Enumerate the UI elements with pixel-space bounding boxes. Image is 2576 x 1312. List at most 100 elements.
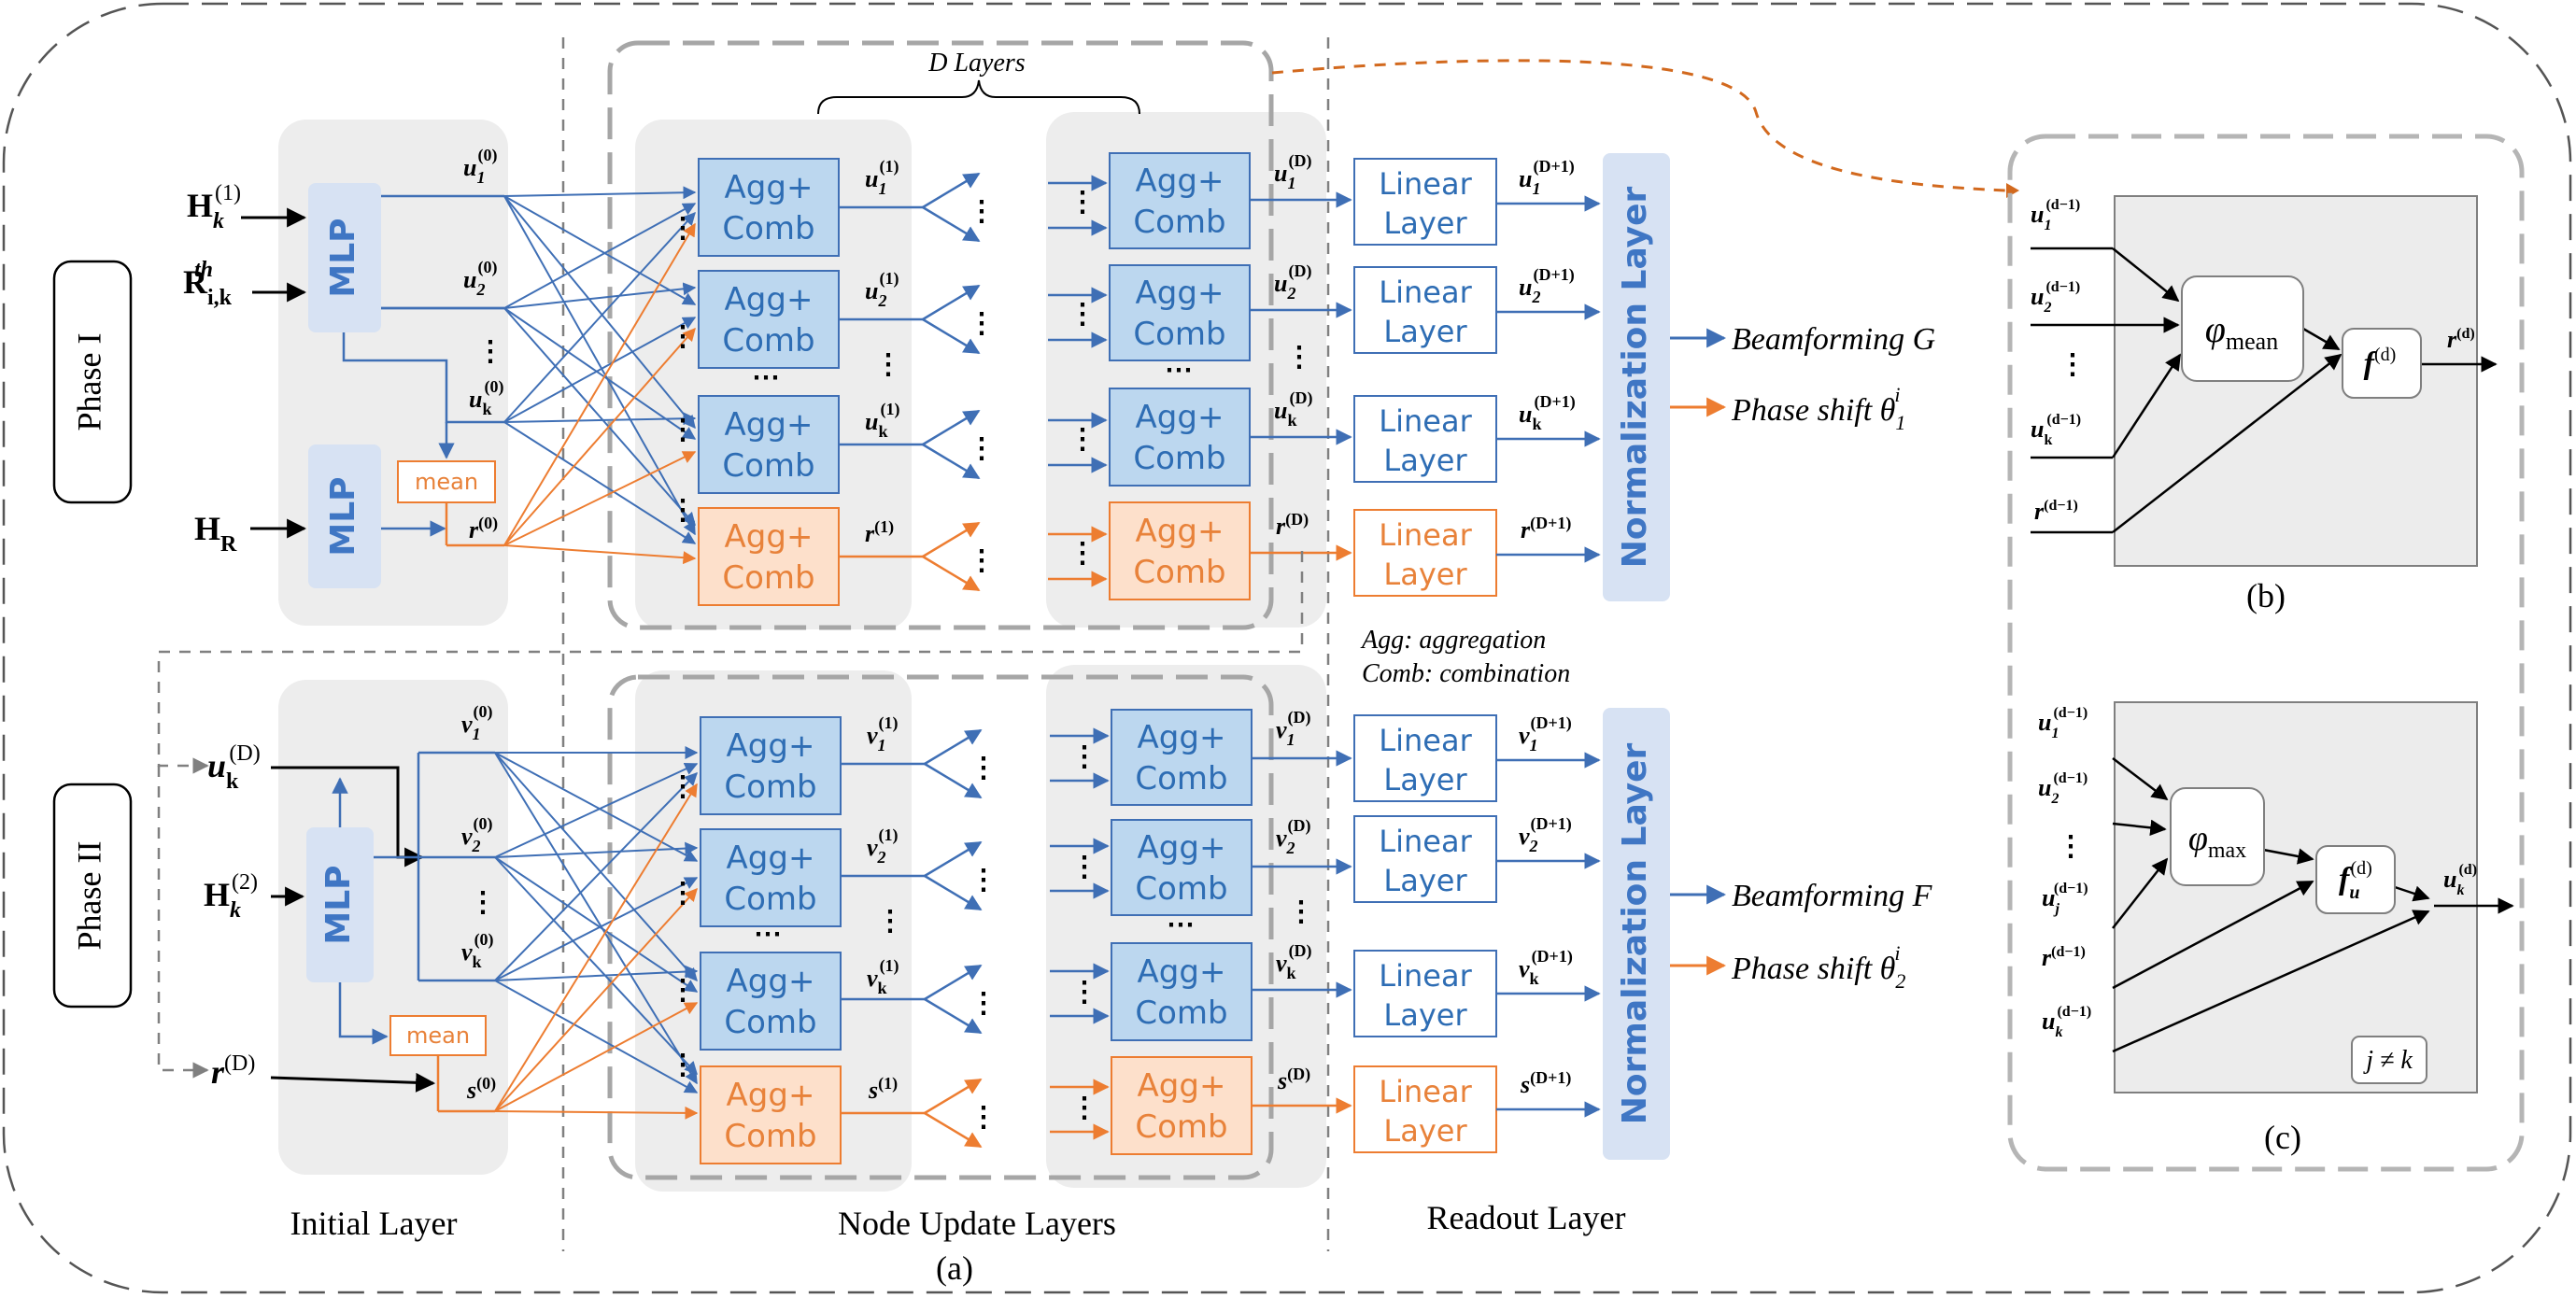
- svg-text:⋮: ⋮: [1070, 1093, 1098, 1123]
- svg-text:⋮: ⋮: [968, 196, 996, 227]
- svg-text:Agg+: Agg+: [1136, 162, 1224, 200]
- svg-text:⋮: ⋮: [669, 878, 697, 909]
- var-u2-0: u2(0): [463, 258, 497, 299]
- phase1-layer1-crosswires: [503, 186, 697, 544]
- vdots-init-phase1: ⋮: [476, 336, 504, 367]
- svg-text:fu(d): fu(d): [2339, 858, 2372, 903]
- input-r-phase2: r(D): [211, 1051, 255, 1091]
- svg-text:uj(d−1): uj(d−1): [2042, 881, 2088, 917]
- phase1-label: Phase I: [70, 333, 107, 431]
- linear-p1-u2: [1353, 266, 1497, 354]
- svg-text:v1(D): v1(D): [1276, 708, 1311, 749]
- agg-box-p2-lD-v2: [1111, 819, 1253, 916]
- svg-text:⋯: ⋯: [754, 919, 782, 950]
- svg-text:u1(D+1): u1(D+1): [1519, 157, 1575, 198]
- svg-text:⋮: ⋮: [669, 495, 697, 526]
- agg-box-p1-l1-u1: [698, 158, 840, 257]
- svg-text:Linear: Linear: [1379, 166, 1472, 202]
- svg-text:Layer: Layer: [1383, 205, 1467, 241]
- phi-mean-label: φmean: [2205, 308, 2278, 355]
- svg-text:Layer: Layer: [1383, 314, 1467, 349]
- svg-text:⋮: ⋮: [669, 975, 697, 1006]
- phase1-inputs: Hk(1) Ri,kth HR: [183, 181, 307, 557]
- panel-c: u1(d−1) u2(d−1) ⋮ uj(d−1) r(d−1) uk(d−1)…: [2038, 705, 2514, 1084]
- svg-text:r(d): r(d): [2447, 326, 2475, 353]
- phase2-layerD-outputs: [1252, 750, 1352, 998]
- input-r-phase1: Ri,kth: [183, 258, 233, 310]
- svg-text:s(D): s(D): [1277, 1065, 1310, 1094]
- input-h1-phase1: Hk(1): [187, 181, 241, 233]
- svg-text:uk(d−1): uk(d−1): [2042, 1004, 2091, 1040]
- phase2-label: Phase II: [70, 841, 107, 951]
- agg-box-p2-lD-vk: [1111, 942, 1253, 1041]
- svg-text:Agg+: Agg+: [727, 963, 815, 1000]
- svg-text:Agg+: Agg+: [725, 169, 814, 206]
- agg-box-p1-lD-u2: [1109, 264, 1251, 361]
- initial-layer-caption: Initial Layer: [290, 1205, 458, 1242]
- norm-layer-phase1: [1603, 153, 1670, 601]
- linear-p2-v1: [1353, 714, 1497, 802]
- linear-p1-r: [1353, 509, 1497, 597]
- svg-text:Comb: Comb: [724, 769, 816, 806]
- var-u1-1: u1(1): [865, 157, 899, 198]
- feedback-uk-connector: [157, 551, 1304, 774]
- agg-box-p2-lD-v1: [1111, 709, 1253, 806]
- svg-text:⋮: ⋮: [469, 887, 497, 918]
- linear-p2-v2: [1353, 815, 1497, 903]
- svg-text:Comb: Comb: [1133, 554, 1225, 591]
- comb-note: Comb: combination: [1362, 659, 1570, 688]
- agg-box-p1-l1-u2: [698, 270, 840, 369]
- svg-text:⋮: ⋮: [669, 321, 697, 352]
- svg-text:v1(D+1): v1(D+1): [1519, 713, 1572, 755]
- svg-text:Agg+: Agg+: [1136, 275, 1224, 312]
- svg-text:⋮: ⋮: [1070, 977, 1098, 1008]
- svg-text:⋮: ⋮: [970, 865, 998, 896]
- phase1-layer1-boxes: Agg+ Comb Agg+ Comb ⋯ Agg+ Comb Agg+ Com…: [698, 158, 840, 606]
- svg-text:uk(D+1): uk(D+1): [1519, 392, 1576, 433]
- phase1-layer1-outputs: [839, 172, 981, 480]
- linear-p1-u1: [1353, 158, 1497, 246]
- feedback-r-connector: [157, 766, 209, 1079]
- svg-text:r(d−1): r(d−1): [2042, 944, 2086, 971]
- svg-text:Linear: Linear: [1379, 824, 1472, 859]
- svg-text:r(d−1): r(d−1): [2034, 498, 2078, 525]
- svg-text:Agg+: Agg+: [725, 281, 814, 318]
- mlp-label-phase1-bottom: MLP: [324, 476, 362, 556]
- svg-text:uk(d): uk(d): [2443, 862, 2477, 898]
- svg-text:Comb: Comb: [1133, 316, 1225, 353]
- svg-text:vk(1): vk(1): [867, 956, 899, 997]
- svg-text:v2(0): v2(0): [461, 814, 493, 855]
- phase1-layerD-boxes: Agg+ Comb Agg+ Comb ⋯ Agg+ Comb Agg+ Com…: [1109, 152, 1251, 600]
- phase2-layer1-outputs: [841, 728, 983, 1035]
- mlp-box-phase2: [306, 827, 374, 982]
- svg-text:⋮: ⋮: [876, 906, 904, 937]
- svg-text:Linear: Linear: [1379, 958, 1472, 994]
- svg-text:Comb: Comb: [724, 1004, 816, 1041]
- svg-text:Comb: Comb: [1135, 1108, 1227, 1146]
- svg-text:Agg+: Agg+: [1136, 513, 1224, 550]
- output-phase-phase1: Phase shift θ1i: [1731, 383, 1905, 434]
- caption-b: (b): [2246, 577, 2286, 614]
- phase2-layer1-crosswires: [494, 746, 699, 1093]
- phase1-layer1-r-wires: [503, 222, 697, 565]
- phase2-layer1-s-wires: [494, 783, 699, 1120]
- svg-text:s(0): s(0): [466, 1074, 496, 1104]
- svg-text:⋮: ⋮: [1069, 424, 1097, 455]
- phi-max-box: [2170, 787, 2265, 886]
- svg-text:vk(0): vk(0): [461, 930, 494, 971]
- svg-text:Layer: Layer: [1383, 997, 1467, 1033]
- phase1-layerD-inputs: ⋮ ⋮ ⋮ ⋮: [1048, 175, 1108, 587]
- mean-label-phase2: mean: [406, 1023, 470, 1049]
- svg-text:r(D): r(D): [1276, 510, 1309, 540]
- panel-b: u1(d−1) u2(d−1) ⋮ uk(d−1) r(d−1) φmean f…: [2031, 197, 2498, 534]
- d-layers-brace: [817, 79, 1140, 115]
- svg-text:Comb: Comb: [1133, 440, 1225, 477]
- svg-text:s(1): s(1): [868, 1074, 898, 1104]
- f-box-c: [2315, 845, 2396, 914]
- phase1-layer1-vdots: ⋮ ⋮ ⋮ ⋮: [669, 213, 697, 526]
- phase1-layerD-vars: u1(D) u2(D) ⋮ uk(D) r(D): [1274, 151, 1313, 540]
- output-beam-phase2: Beamforming F: [1732, 879, 1933, 913]
- agg-note: Agg: aggregation: [1360, 626, 1546, 655]
- svg-text:u2(d−1): u2(d−1): [2031, 279, 2080, 316]
